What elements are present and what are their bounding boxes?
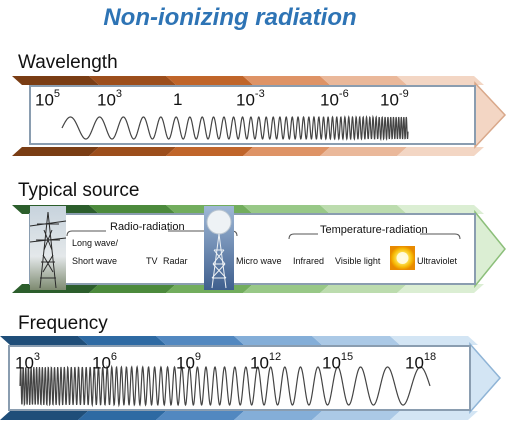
wavelength-tick-label: 103 xyxy=(97,88,123,111)
visible-light-label: Visible light xyxy=(335,256,381,266)
wavelength-tick-base: 1 xyxy=(173,90,183,109)
frequency-label: Frequency xyxy=(18,313,108,334)
frequency-tick-label: 1018 xyxy=(405,351,437,374)
frequency-chevron-top xyxy=(78,336,166,345)
radar-tower-icon xyxy=(204,206,234,290)
source-chevron-bottom xyxy=(243,284,330,293)
wavelength-tick-exponent: -6 xyxy=(338,88,349,100)
frequency-arrow-tip xyxy=(469,342,502,414)
frequency-tick-label: 103 xyxy=(15,351,41,374)
frequency-tick-base: 10 xyxy=(405,353,424,373)
wavelength-tick-exponent: -9 xyxy=(398,88,409,100)
wavelength-tick-exponent: -3 xyxy=(254,88,265,100)
source-chevron-top xyxy=(320,205,407,214)
wavelength-tick-exponent: 3 xyxy=(115,88,123,100)
wavelength-tick-label: 105 xyxy=(35,88,61,111)
wavelength-tick-exponent: 5 xyxy=(53,88,61,100)
wavelength-chevron-top xyxy=(166,76,253,85)
frequency-tick-label: 109 xyxy=(176,351,202,374)
wavelength-chevron-top xyxy=(243,76,330,85)
source-chevron-top xyxy=(89,205,176,214)
radio-radiation-label: Radio-radiation xyxy=(110,221,185,233)
frequency-tick-exponent: 18 xyxy=(423,351,437,363)
wavelength-tick-label: 10-6 xyxy=(320,88,349,111)
power-pylon-icon xyxy=(29,206,67,290)
frequency-tick-label: 1012 xyxy=(250,351,282,374)
frequency-chevron-bottom xyxy=(390,411,478,420)
frequency-chevron-top xyxy=(0,336,88,345)
temp-bracket-left xyxy=(288,233,318,240)
wavelength-tick-label: 10-9 xyxy=(380,88,409,111)
wavelength-tick-base: 10 xyxy=(236,90,255,110)
wavelength-chevron-bottom xyxy=(397,147,484,156)
wavelength-wave xyxy=(61,114,409,142)
ultraviolet-label: Ultraviolet xyxy=(417,256,458,266)
frequency-tick-exponent: 15 xyxy=(340,351,354,363)
frequency-chevron-top xyxy=(390,336,478,345)
frequency-chevron-bottom xyxy=(156,411,244,420)
frequency-tick-base: 10 xyxy=(15,353,34,373)
frequency-tick-label: 1015 xyxy=(322,351,354,374)
wavelength-tick-base: 10 xyxy=(35,90,54,110)
sun-icon xyxy=(390,246,415,270)
source-chevron-bottom xyxy=(397,284,484,293)
source-chevron-top xyxy=(243,205,330,214)
frequency-tick-base: 10 xyxy=(250,353,269,373)
radio-bracket-left xyxy=(66,230,106,237)
wavelength-chevron-top xyxy=(12,76,99,85)
frequency-chevron-bottom xyxy=(234,411,322,420)
temp-bracket-right xyxy=(420,233,461,240)
frequency-chevrons xyxy=(0,336,478,420)
wavelength-tick-base: 10 xyxy=(380,90,399,110)
wavelength-chevron-top xyxy=(320,76,407,85)
wavelength-chevron-bottom xyxy=(243,147,330,156)
source-chevron-bottom xyxy=(89,284,176,293)
long-wave-label: Long wave/ xyxy=(72,238,119,248)
temperature-radiation-label: Temperature-radiation xyxy=(320,224,428,236)
frequency-chevron-bottom xyxy=(312,411,400,420)
frequency-chevron-top xyxy=(312,336,400,345)
tv-label: TV xyxy=(146,256,158,266)
short-wave-label: Short wave xyxy=(72,256,118,266)
wavelength-chevron-bottom xyxy=(12,147,99,156)
frequency-chevron-bottom xyxy=(78,411,166,420)
wavelength-tick-label: 1 xyxy=(173,90,182,110)
source-label: Typical source xyxy=(18,180,140,201)
frequency-tick-base: 10 xyxy=(176,353,195,373)
frequency-tick-exponent: 9 xyxy=(194,351,202,363)
wavelength-chevron-top xyxy=(89,76,176,85)
frequency-tick-exponent: 12 xyxy=(268,351,282,363)
wavelength-chevrons xyxy=(12,76,484,156)
frequency-chevron-bottom xyxy=(0,411,88,420)
source-chevron-top xyxy=(397,205,484,214)
frequency-wave xyxy=(19,364,431,408)
frequency-tick-base: 10 xyxy=(92,353,111,373)
micro-wave-label: Micro wave xyxy=(236,256,282,266)
frequency-chevron-top xyxy=(234,336,322,345)
frequency-chevron-top xyxy=(156,336,244,345)
page-title: Non-ionizing radiation xyxy=(103,4,357,31)
radar-label: Radar xyxy=(163,256,188,266)
wavelength-tick-base: 10 xyxy=(97,90,116,110)
frequency-tick-exponent: 6 xyxy=(110,351,118,363)
infrared-label: Infrared xyxy=(293,256,325,266)
frequency-tick-base: 10 xyxy=(322,353,341,373)
frequency-tick-label: 106 xyxy=(92,351,118,374)
wavelength-tick-label: 10-3 xyxy=(236,88,265,111)
wavelength-tick-base: 10 xyxy=(320,90,339,110)
wavelength-chevron-top xyxy=(397,76,484,85)
wavelength-chevron-bottom xyxy=(89,147,176,156)
wavelength-chevron-bottom xyxy=(320,147,407,156)
frequency-tick-exponent: 3 xyxy=(33,351,41,363)
wavelength-chevron-bottom xyxy=(166,147,253,156)
source-chevron-bottom xyxy=(320,284,407,293)
wavelength-label: Wavelength xyxy=(18,52,118,73)
